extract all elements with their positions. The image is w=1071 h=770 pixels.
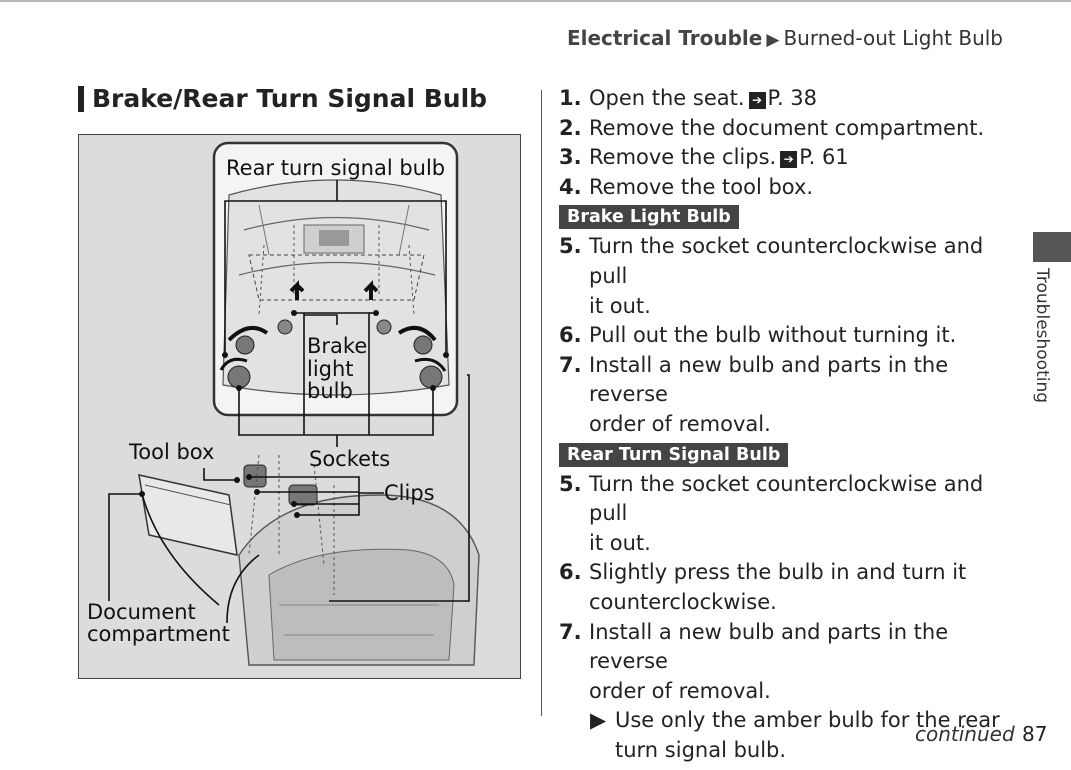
step-number: 1. [559, 86, 582, 110]
step-number: 7. [559, 352, 582, 377]
step-number: 4. [559, 174, 582, 199]
step-number: 6. [559, 323, 582, 348]
step-text: Remove the tool box. [589, 174, 814, 199]
step-number: 2. [559, 115, 582, 140]
subheading-rear-turn-signal-bulb: Rear Turn Signal Bulb [559, 442, 789, 467]
brake-step-5: 5. Turn the socket counterclockwise and p… [559, 232, 1009, 321]
label-document-line2: compartment [85, 622, 232, 646]
brake-step-7: 7. Install a new bulb and parts in the re… [559, 351, 1009, 440]
label-rear-turn-signal-bulb: Rear turn signal bulb [226, 156, 446, 180]
step-text: Open the seat. [589, 86, 745, 110]
section-title-text: Brake/Rear Turn Signal Bulb [92, 84, 488, 113]
step-1: 1. Open the seat.➔P. 38 [559, 84, 1009, 114]
page-reference-link[interactable]: P. 61 [799, 145, 849, 170]
step-text: Remove the clips. [589, 145, 777, 170]
note-text: Use only the amber bulb for the rear [615, 708, 1000, 733]
continued-label: continued [915, 722, 1015, 746]
column-divider [541, 90, 542, 716]
page-reference-icon: ➔ [748, 92, 766, 109]
step-text: Pull out the bulb without turning it. [589, 323, 957, 348]
step-text: Turn the socket counterclockwise and pul… [589, 471, 984, 526]
label-brake-line1: Brake [307, 334, 368, 358]
step-number: 5. [559, 471, 582, 496]
step-text: Turn the socket counterclockwise and pul… [589, 234, 984, 288]
breadcrumb-parent: Electrical Trouble [566, 26, 763, 50]
label-brake-line2: light [307, 357, 354, 381]
step-text: Install a new bulb and parts in the reve… [589, 619, 949, 674]
label-brake-line3: bulb [307, 379, 353, 403]
step-number: 3. [559, 145, 582, 170]
brake-step-6: 6. Pull out the bulb without turning it. [559, 321, 1009, 351]
breadcrumb-arrow-icon: ▶ [766, 30, 780, 50]
title-bar-marker [78, 85, 84, 112]
top-rule [0, 0, 1071, 2]
procedure-steps: 1.Open the seat.➔P. 38 2.Remove the docu… [559, 84, 1009, 765]
label-sockets: Sockets [309, 447, 391, 471]
note-amber-bulb: ▶ Use only the amber bulb for the rear tur… [559, 706, 1009, 765]
step-text-cont: order of removal. [589, 411, 771, 436]
step-text-cont: counterclockwise. [589, 589, 777, 614]
rear-step-7: 7. Install a new bulb and parts in the re… [559, 618, 1009, 707]
step-text-cont: order of removal. [589, 678, 771, 703]
label-document-line1: Document [85, 600, 198, 624]
bulb-illustration: Rear turn signal bulb Brake light bulb T… [78, 134, 521, 679]
rear-step-5: 5. Turn the socket counterclockwise and p… [559, 470, 1009, 559]
step-text: Install a new bulb and parts in the reve… [589, 352, 949, 407]
page-number: 87 [1022, 722, 1048, 746]
step-3: 3. Remove the clips.➔P. 61 [559, 143, 1009, 173]
step-text-cont: it out. [589, 530, 651, 555]
step-number: 5. [559, 234, 582, 259]
rear-step-6: 6. Slightly press the bulb in and turn it… [559, 558, 1009, 617]
step-number: 6. [559, 560, 582, 585]
step-text-cont: it out. [589, 293, 651, 318]
section-title: Brake/Rear Turn Signal Bulb [78, 84, 487, 113]
note-arrow-icon: ▶ [590, 708, 607, 733]
illustration-drawing [108, 141, 480, 666]
chapter-tab-label[interactable]: Troubleshooting [1032, 268, 1052, 404]
step-text: Slightly press the bulb in and turn it [589, 560, 967, 585]
page-reference-icon: ➔ [780, 151, 798, 169]
step-4: 4. Remove the tool box. [559, 173, 1009, 203]
page-reference-link[interactable]: P. 38 [767, 86, 818, 110]
step-2: 2. Remove the document compartment. [559, 114, 1009, 144]
subheading-brake-light-bulb: Brake Light Bulb [559, 205, 739, 230]
note-text-cont: turn signal bulb. [615, 737, 787, 762]
breadcrumb: Electrical Trouble▶Burned-out Light Bulb [567, 26, 1003, 50]
label-clips: Clips [384, 481, 435, 505]
step-number: 7. [559, 619, 582, 644]
step-text: Remove the document compartment. [589, 115, 985, 140]
chapter-tab-marker [1033, 232, 1071, 262]
breadcrumb-current: Burned-out Light Bulb [783, 26, 1003, 50]
label-tool-box: Tool box [129, 440, 215, 464]
